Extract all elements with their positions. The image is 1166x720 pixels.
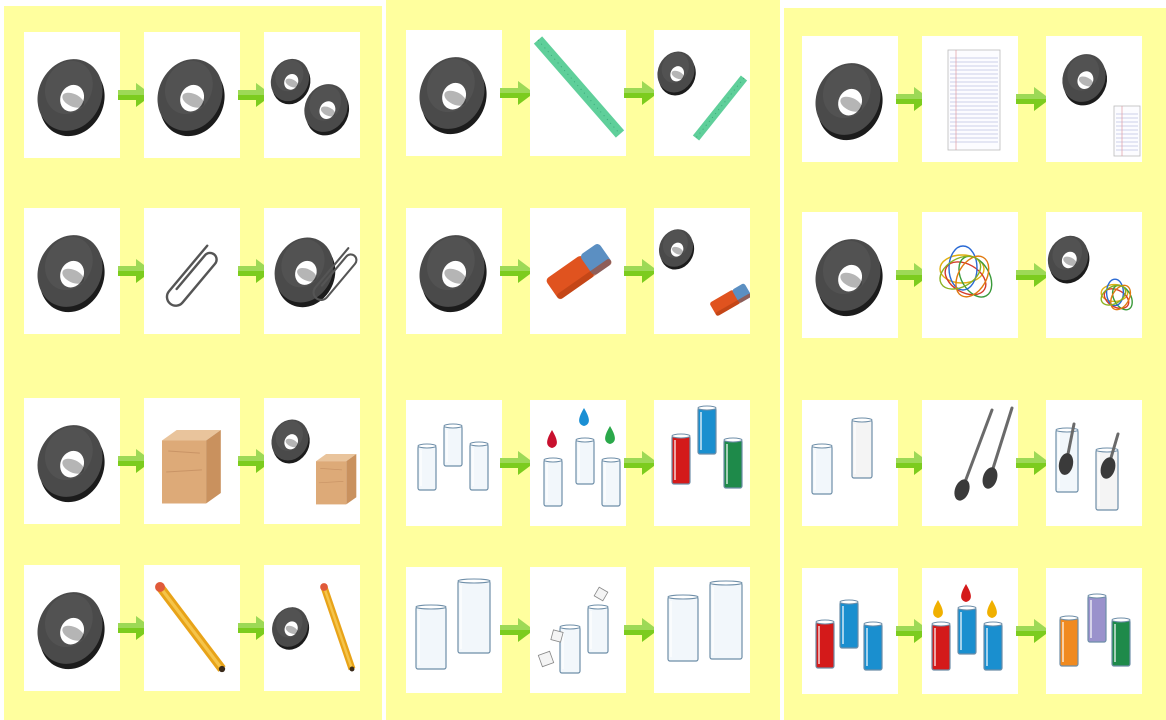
magnet-icon bbox=[24, 32, 120, 158]
colored-drops-icon bbox=[530, 400, 626, 526]
picture-card bbox=[406, 400, 502, 526]
picture-card bbox=[144, 32, 240, 158]
two-magnets-icon bbox=[264, 32, 360, 158]
picture-card bbox=[530, 30, 626, 156]
pencil-icon bbox=[144, 565, 240, 691]
picture-card bbox=[406, 30, 502, 156]
picture-card bbox=[144, 398, 240, 524]
picture-card bbox=[802, 400, 898, 526]
picture-card bbox=[922, 212, 1018, 338]
picture-card bbox=[144, 565, 240, 691]
picture-card bbox=[24, 208, 120, 334]
two-glasses-icon bbox=[406, 567, 502, 693]
paperclip-icon bbox=[144, 208, 240, 334]
picture-card bbox=[654, 400, 750, 526]
picture-card bbox=[922, 36, 1018, 162]
magnet-and-paper-icon bbox=[1046, 36, 1142, 162]
magnet-with-paperclip-icon bbox=[264, 208, 360, 334]
three-glasses-icon bbox=[406, 400, 502, 526]
paint-drops-icon bbox=[922, 568, 1018, 694]
magnet-icon bbox=[24, 565, 120, 691]
colored-glasses-icon bbox=[802, 568, 898, 694]
picture-card bbox=[1046, 568, 1142, 694]
ruler-icon bbox=[530, 30, 626, 156]
wooden-block-icon bbox=[144, 398, 240, 524]
picture-card bbox=[24, 565, 120, 691]
glasses-with-spoons-icon bbox=[1046, 400, 1142, 526]
magnet-icon bbox=[406, 30, 502, 156]
picture-card bbox=[802, 212, 898, 338]
spoons-icon bbox=[922, 400, 1018, 526]
magnet-icon bbox=[802, 212, 898, 338]
picture-card bbox=[264, 208, 360, 334]
magnet-and-block-icon bbox=[264, 398, 360, 524]
magnet-and-rubber-bands-icon bbox=[1046, 212, 1142, 338]
magnet-and-pencil-icon bbox=[264, 565, 360, 691]
picture-card bbox=[922, 568, 1018, 694]
picture-card bbox=[1046, 36, 1142, 162]
picture-card bbox=[802, 36, 898, 162]
picture-card bbox=[406, 567, 502, 693]
picture-card bbox=[264, 32, 360, 158]
mixed-color-glasses-icon bbox=[1046, 568, 1142, 694]
picture-card bbox=[264, 565, 360, 691]
picture-card bbox=[24, 398, 120, 524]
picture-card bbox=[530, 567, 626, 693]
picture-card bbox=[24, 32, 120, 158]
picture-card bbox=[530, 400, 626, 526]
colored-water-glasses-icon bbox=[654, 400, 750, 526]
picture-card bbox=[1046, 212, 1142, 338]
magnet-icon bbox=[802, 36, 898, 162]
magnet-icon bbox=[24, 398, 120, 524]
clear-glasses-icon bbox=[654, 567, 750, 693]
magnet-icon bbox=[406, 208, 502, 334]
paper-sheet-icon bbox=[922, 36, 1018, 162]
picture-card bbox=[406, 208, 502, 334]
magnet-and-ruler-icon bbox=[654, 30, 750, 156]
picture-card bbox=[654, 30, 750, 156]
magnet-and-eraser-icon bbox=[654, 208, 750, 334]
picture-card bbox=[530, 208, 626, 334]
picture-card bbox=[144, 208, 240, 334]
rubber-bands-icon bbox=[922, 212, 1018, 338]
sugar-cubes-icon bbox=[530, 567, 626, 693]
picture-card bbox=[264, 398, 360, 524]
picture-card bbox=[1046, 400, 1142, 526]
picture-card bbox=[922, 400, 1018, 526]
picture-card bbox=[654, 208, 750, 334]
picture-card bbox=[654, 567, 750, 693]
eraser-icon bbox=[530, 208, 626, 334]
picture-card bbox=[802, 568, 898, 694]
magnet-icon bbox=[24, 208, 120, 334]
water-and-milk-glasses-icon bbox=[802, 400, 898, 526]
magnet-icon bbox=[144, 32, 240, 158]
